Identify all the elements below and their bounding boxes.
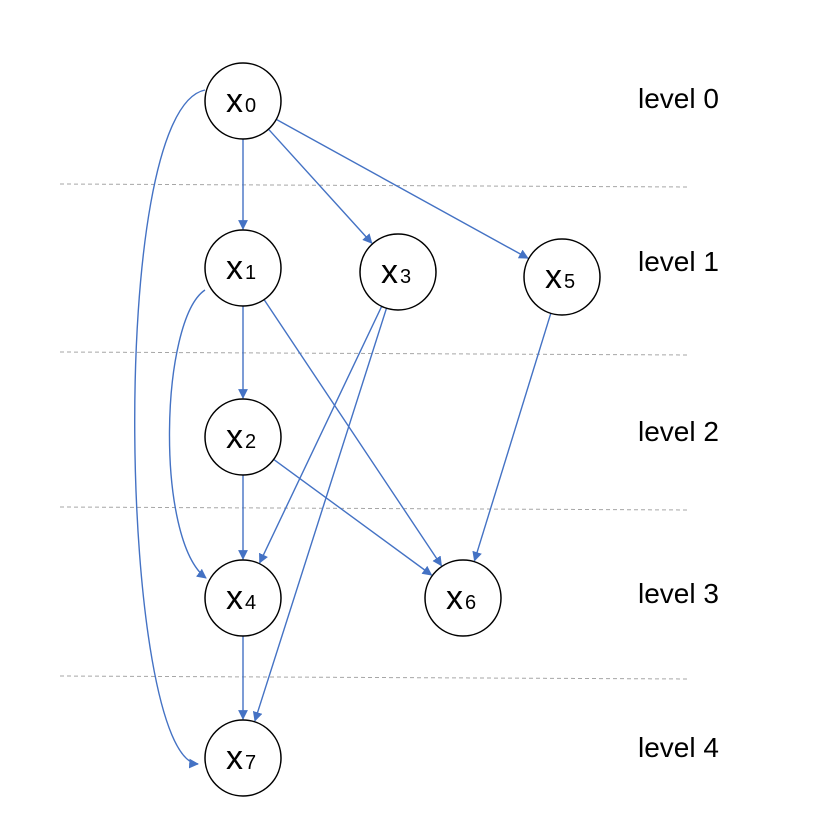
edges <box>134 89 552 769</box>
level-label-0: level 0 <box>638 83 719 114</box>
edge-x3-to-x4 <box>259 305 383 564</box>
node-circle <box>204 62 282 140</box>
node-label-main: x <box>226 579 243 617</box>
level-divider <box>59 675 691 680</box>
edge-x5-to-x6 <box>472 313 552 562</box>
edge-x0-to-x7 <box>134 89 206 769</box>
node-label-subscript: 6 <box>465 592 476 614</box>
node-label-main: x <box>446 579 463 617</box>
node-circle <box>424 559 502 637</box>
node-label-subscript: 3 <box>400 266 411 288</box>
node-label-main: x <box>545 258 562 296</box>
node-circle <box>204 398 282 476</box>
node-label-subscript: 1 <box>245 262 256 284</box>
level-label-2: level 2 <box>638 416 719 447</box>
node-circle <box>204 719 282 797</box>
edge-x3-to-x7 <box>252 307 388 722</box>
level-label-4: level 4 <box>638 732 719 763</box>
node-label-subscript: 0 <box>245 95 256 117</box>
level-labels: level 0 level 1 level 2 level 3 level 4 <box>638 83 719 763</box>
edge-x2-to-x6 <box>273 458 433 576</box>
node-label-main: x <box>226 82 243 120</box>
node-label-main: x <box>381 253 398 291</box>
node-circle <box>204 229 282 307</box>
node-label-main: x <box>226 418 243 456</box>
node-circle <box>204 559 282 637</box>
edge-x0-to-x3 <box>267 128 373 244</box>
edge-x1-to-x6 <box>263 299 442 567</box>
node-label-main: x <box>226 739 243 777</box>
node-label-subscript: 7 <box>245 752 256 774</box>
level-dividers <box>59 183 691 680</box>
node-circle <box>359 233 437 311</box>
node-label-main: x <box>226 249 243 287</box>
level-label-3: level 3 <box>638 578 719 609</box>
node-circle <box>523 238 601 316</box>
level-divider <box>59 506 691 511</box>
edge-x0-to-x5 <box>275 118 529 259</box>
node-label-subscript: 2 <box>245 431 256 453</box>
level-divider <box>59 351 691 356</box>
level-label-1: level 1 <box>638 246 719 277</box>
node-label-subscript: 4 <box>245 592 256 614</box>
level-divider <box>59 183 691 188</box>
edge-x1-to-x4 <box>168 289 207 579</box>
node-label-subscript: 5 <box>564 271 575 293</box>
